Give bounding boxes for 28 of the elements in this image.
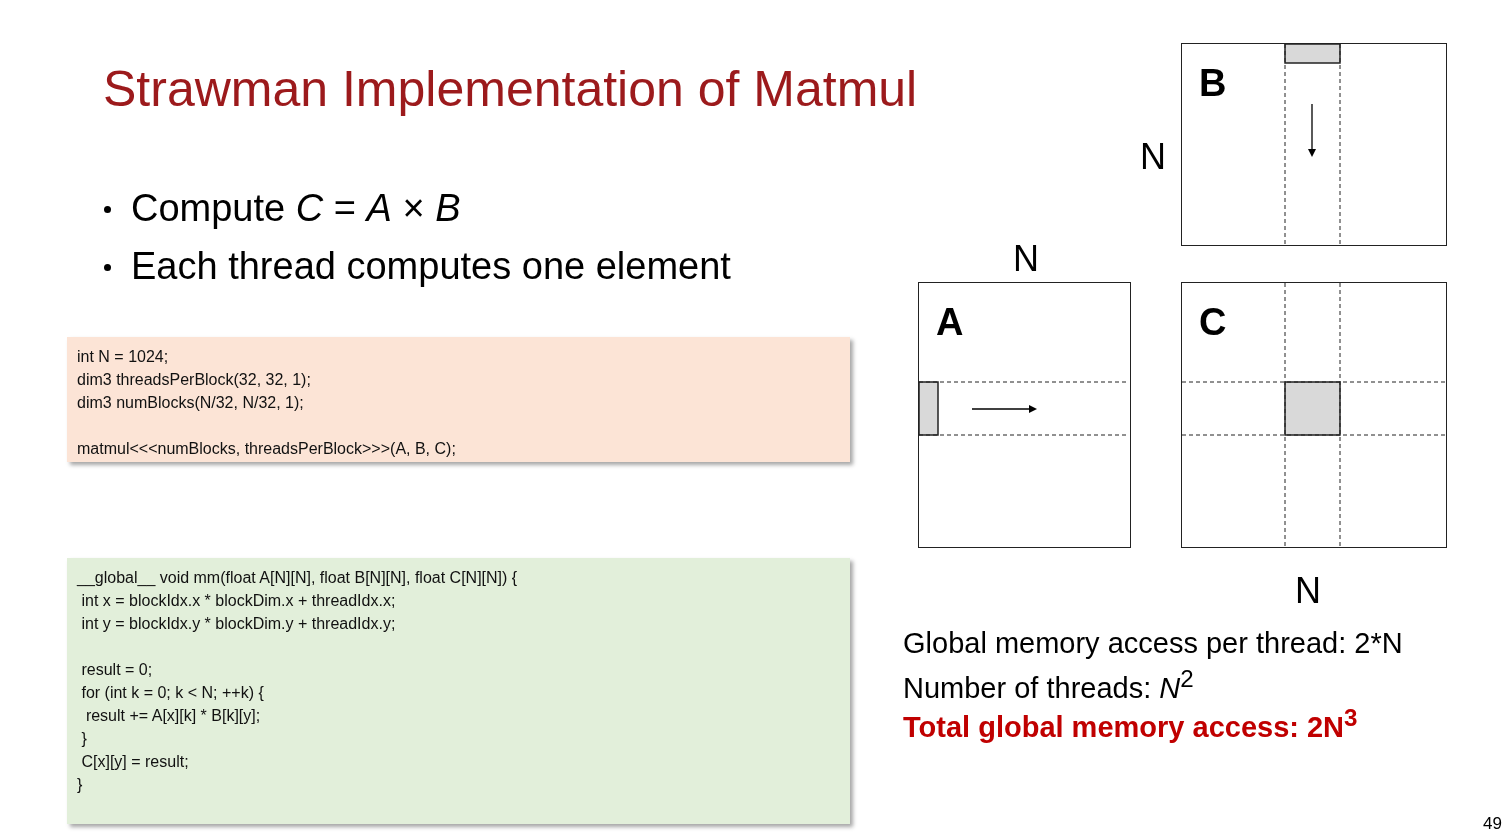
note-text: Number of threads: N$^{2}$: [903, 666, 1194, 705]
code-line: dim3 numBlocks(N/32, N/32, 1);: [77, 393, 304, 413]
dimension-label: N: [1295, 573, 1321, 609]
code-line: }: [77, 775, 83, 795]
matrix-label: C: [1199, 303, 1227, 341]
code-line: int x = blockIdx.x * blockDim.x + threadIdx.x;: [80, 591, 396, 611]
dimension-label: N: [1013, 241, 1039, 277]
note-text: Total global memory access: 2N$^{3}$: [903, 705, 1358, 744]
code-line: dim3 threadsPerBlock(32, 32, 1);: [77, 370, 311, 390]
bullet-text: Compute C = A × B: [131, 188, 461, 230]
bullet-text: Each thread computes one element: [131, 246, 731, 288]
code-line: result = 0;: [80, 660, 153, 680]
code-line: }: [80, 729, 87, 749]
code-line: for (int k = 0; k < N; ++k) {: [80, 683, 264, 703]
note-text: Global memory access per thread: 2*N: [903, 628, 1403, 660]
slide-title: Strawman Implementation of Matmul: [103, 60, 918, 118]
dimension-label: N: [1140, 139, 1166, 175]
code-line: matmul<<<numBlocks, threadsPerBlock>>>(A, B, C);: [77, 439, 456, 459]
matrix-label: A: [936, 303, 964, 341]
code-line: result += A[x][k] * B[k][y];: [84, 706, 261, 726]
code-box: [67, 337, 850, 462]
code-line: int N = 1024;: [77, 347, 169, 367]
code-line: int y = blockIdx.y * blockDim.y + threadIdx.y;: [80, 614, 396, 634]
page-number: 49: [1483, 815, 1502, 834]
matrix-label: B: [1199, 64, 1227, 102]
code-line: C[x][y] = result;: [80, 752, 189, 772]
code-line: __global__ void mm(float A[N][N], float B[N][N], float C[N][N]) {: [77, 568, 518, 589]
code-box: [67, 558, 850, 824]
